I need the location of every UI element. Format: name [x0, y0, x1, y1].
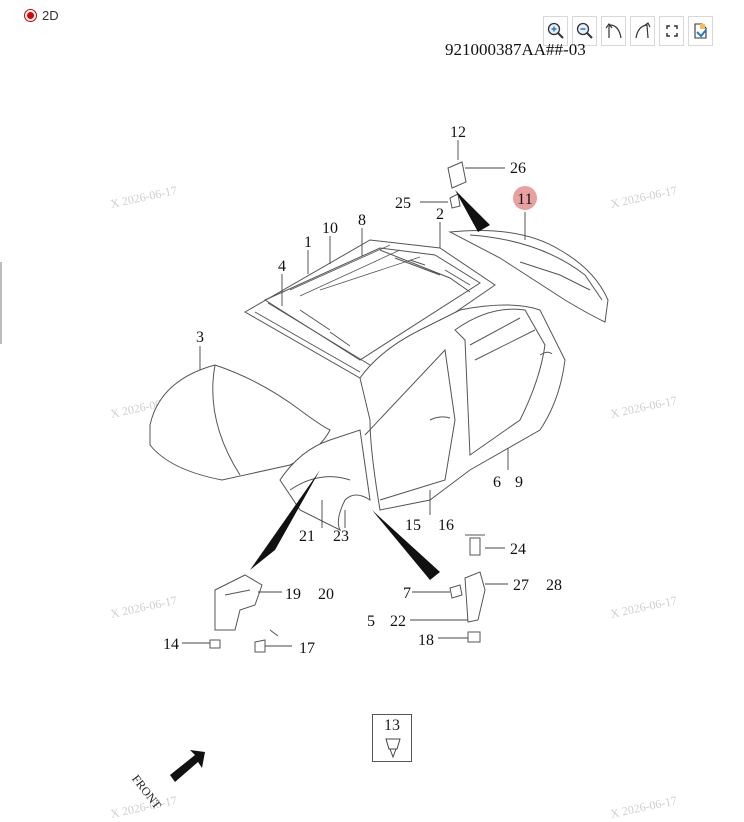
radio-selected-icon[interactable] [24, 9, 37, 22]
callout-23[interactable]: 23 [333, 528, 349, 545]
front-fender[interactable] [279, 429, 371, 532]
document-number: 921000387AA##-03 [445, 40, 586, 59]
zoom-out-icon [576, 22, 593, 39]
callout-15[interactable]: 15 [405, 517, 421, 534]
hood-panel[interactable] [149, 364, 331, 481]
zoom-in-button[interactable] [543, 16, 568, 46]
zoom-out-button[interactable] [572, 16, 597, 46]
rotate-left-icon [605, 23, 622, 39]
callout-8[interactable]: 8 [358, 212, 366, 229]
bolt-17[interactable] [254, 629, 279, 653]
callout-13[interactable]: 13 [384, 717, 400, 734]
callout-9[interactable]: 9 [515, 474, 523, 491]
callout-1[interactable]: 1 [304, 234, 312, 251]
callout-2[interactable]: 2 [436, 206, 444, 223]
export-icon [693, 23, 707, 39]
clip-25[interactable] [449, 193, 461, 209]
callout-16[interactable]: 16 [438, 517, 454, 534]
callout-6[interactable]: 6 [493, 474, 501, 491]
callout-5[interactable]: 5 [367, 613, 375, 630]
export-button[interactable] [688, 16, 713, 46]
nut-14[interactable] [209, 639, 221, 649]
callout-labels: 12 26 25 11 2 10 8 1 4 3 6 9 15 16 21 23… [163, 124, 562, 657]
front-arrow-icon [170, 750, 205, 782]
zoom-in-icon [547, 22, 564, 39]
bracket-12[interactable] [447, 161, 467, 189]
fullscreen-icon [665, 25, 678, 37]
callout-24[interactable]: 24 [510, 541, 526, 558]
pointer-arrow [250, 470, 320, 570]
callout-21[interactable]: 21 [299, 528, 315, 545]
callout-22[interactable]: 22 [390, 613, 406, 630]
callout-4[interactable]: 4 [278, 258, 286, 275]
callout-28[interactable]: 28 [546, 577, 562, 594]
roof-panel[interactable] [243, 239, 496, 379]
viewer-toolbar [543, 16, 713, 46]
fit-screen-button[interactable] [659, 16, 684, 46]
selected-callout-highlight [513, 186, 537, 210]
leader-lines [182, 140, 526, 647]
hinge-bracket[interactable] [214, 574, 263, 631]
rotate-right-icon [634, 22, 651, 39]
callout-12[interactable]: 12 [450, 124, 466, 141]
bolt-24[interactable] [465, 534, 485, 556]
mode-indicator[interactable]: 2D [24, 8, 59, 23]
callout-18[interactable]: 18 [418, 632, 434, 649]
callout-14[interactable]: 14 [163, 636, 179, 653]
mode-label: 2D [42, 8, 59, 23]
rear-spoiler[interactable] [448, 230, 609, 323]
clip-icon [385, 738, 401, 759]
callout-7[interactable]: 7 [403, 585, 411, 602]
callout-25[interactable]: 25 [395, 195, 411, 212]
bolt-18[interactable] [467, 631, 481, 643]
rotate-left-button[interactable] [601, 16, 626, 46]
callout-10[interactable]: 10 [322, 220, 338, 237]
rotate-right-button[interactable] [630, 16, 655, 46]
pointer-arrow [455, 190, 490, 232]
body-side[interactable] [359, 304, 566, 511]
panel-edge [0, 262, 2, 344]
callout-3[interactable]: 3 [196, 329, 204, 346]
callout-19[interactable]: 19 [285, 586, 301, 603]
callout-11[interactable]: 11 [517, 191, 532, 208]
door-hinge[interactable] [464, 571, 486, 623]
callout-27[interactable]: 27 [513, 577, 529, 594]
callout-26[interactable]: 26 [510, 160, 526, 177]
part-13-box[interactable]: 13 [372, 714, 412, 762]
nut-7[interactable] [449, 584, 463, 599]
callout-17[interactable]: 17 [299, 640, 315, 657]
pointer-arrow [372, 510, 440, 580]
callout-20[interactable]: 20 [318, 586, 334, 603]
